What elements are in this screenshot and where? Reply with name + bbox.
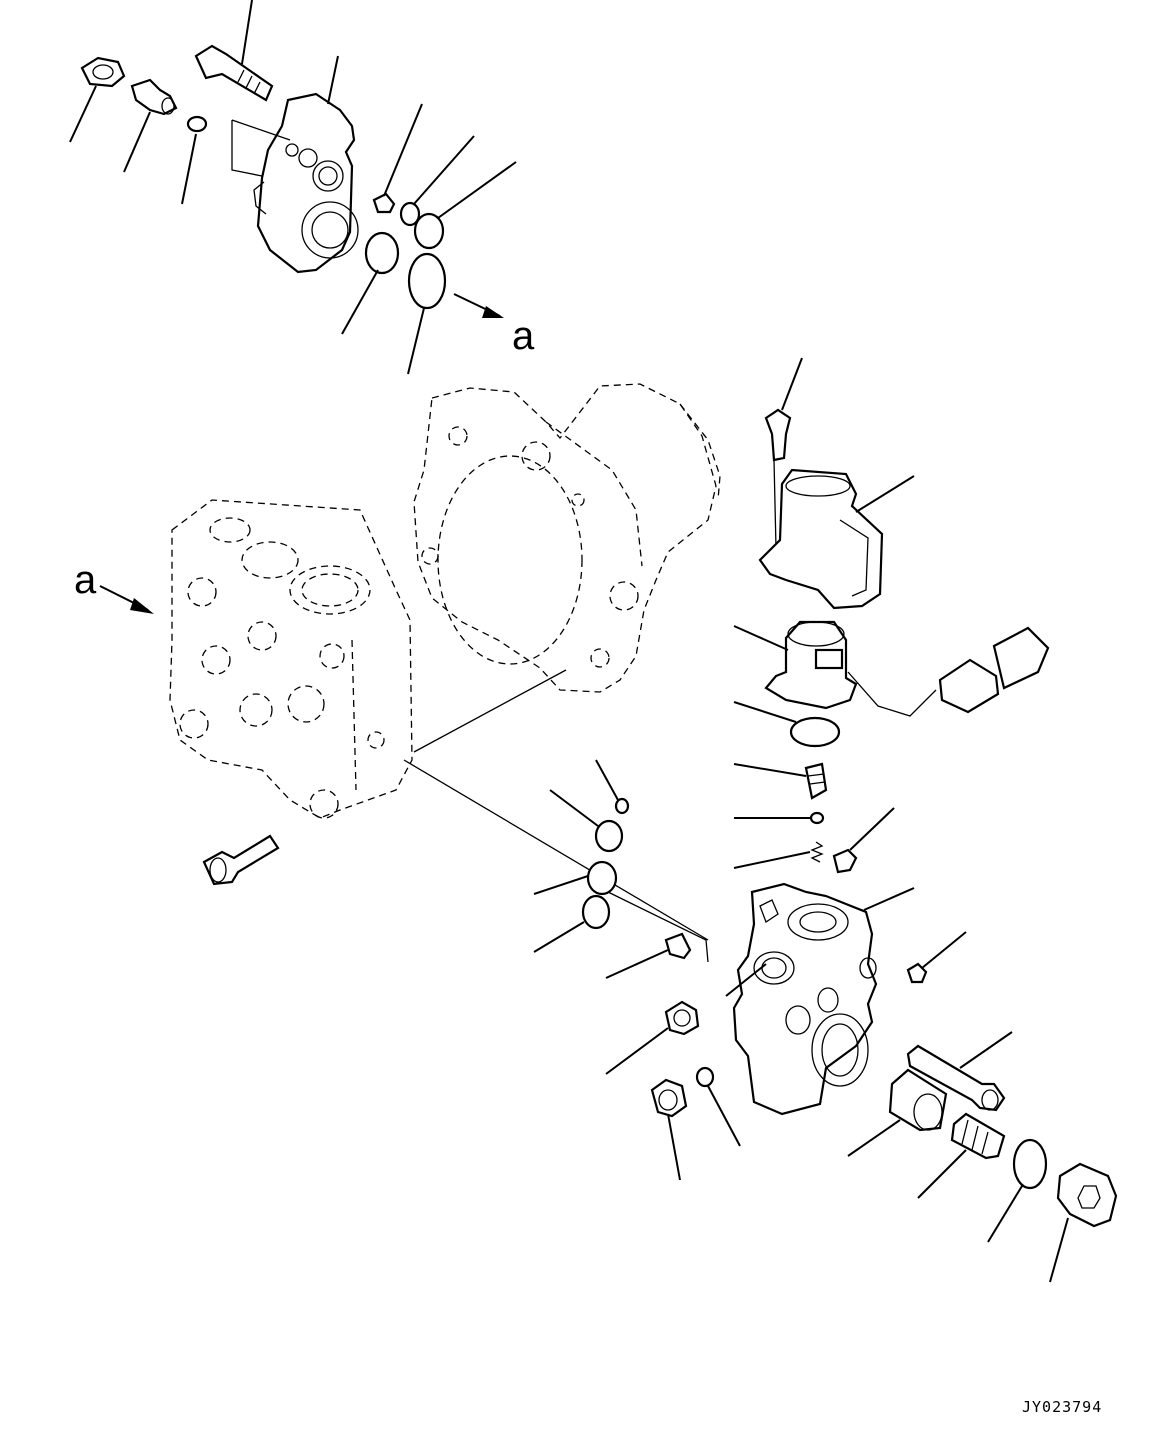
small-o-ring [186, 115, 208, 133]
lower-valve-body [732, 882, 878, 1116]
callout-label-top: a [512, 314, 535, 358]
seal-ring [364, 231, 400, 275]
end-plug [1056, 1162, 1118, 1228]
small-ball [809, 811, 825, 825]
top-flange-body [253, 92, 359, 274]
o-ring-small [399, 201, 421, 227]
pump-housing-phantom [413, 383, 721, 693]
solenoid-valve [764, 620, 1050, 717]
solenoid-cover [758, 468, 884, 610]
side-bolt [906, 1044, 1006, 1112]
callout-label-left: a [74, 558, 97, 602]
main-valve-block-phantom [169, 499, 709, 941]
o-ring-medium [413, 212, 445, 250]
drawing-code: JY023794 [1022, 1398, 1103, 1416]
small-plug-right [832, 848, 858, 874]
small-o-ring-b [695, 1066, 715, 1088]
o-ring-c [581, 894, 611, 930]
plug-o-ring [1012, 1138, 1048, 1190]
mounting-bolt [202, 834, 280, 886]
plug-d [906, 962, 928, 984]
plug-a [664, 932, 692, 960]
small-plug [372, 192, 396, 214]
cover-bolt [764, 408, 792, 549]
o-ring-large [407, 252, 447, 310]
solenoid-assembly [758, 408, 1050, 874]
piston [888, 1068, 948, 1132]
o-ring-b [586, 860, 618, 896]
spool [804, 762, 828, 800]
o-ring-a [594, 819, 624, 853]
return-spring [950, 1112, 1006, 1160]
plug-c [650, 1078, 688, 1118]
tiny-o-ring [614, 797, 630, 815]
long-bolt [194, 44, 274, 102]
solenoid-o-ring [789, 716, 841, 748]
spring [810, 841, 824, 863]
top-flange-assembly [69, 0, 517, 375]
hex-nut [80, 56, 126, 88]
plug-b [664, 1000, 700, 1036]
elbow-fitting [130, 78, 178, 116]
